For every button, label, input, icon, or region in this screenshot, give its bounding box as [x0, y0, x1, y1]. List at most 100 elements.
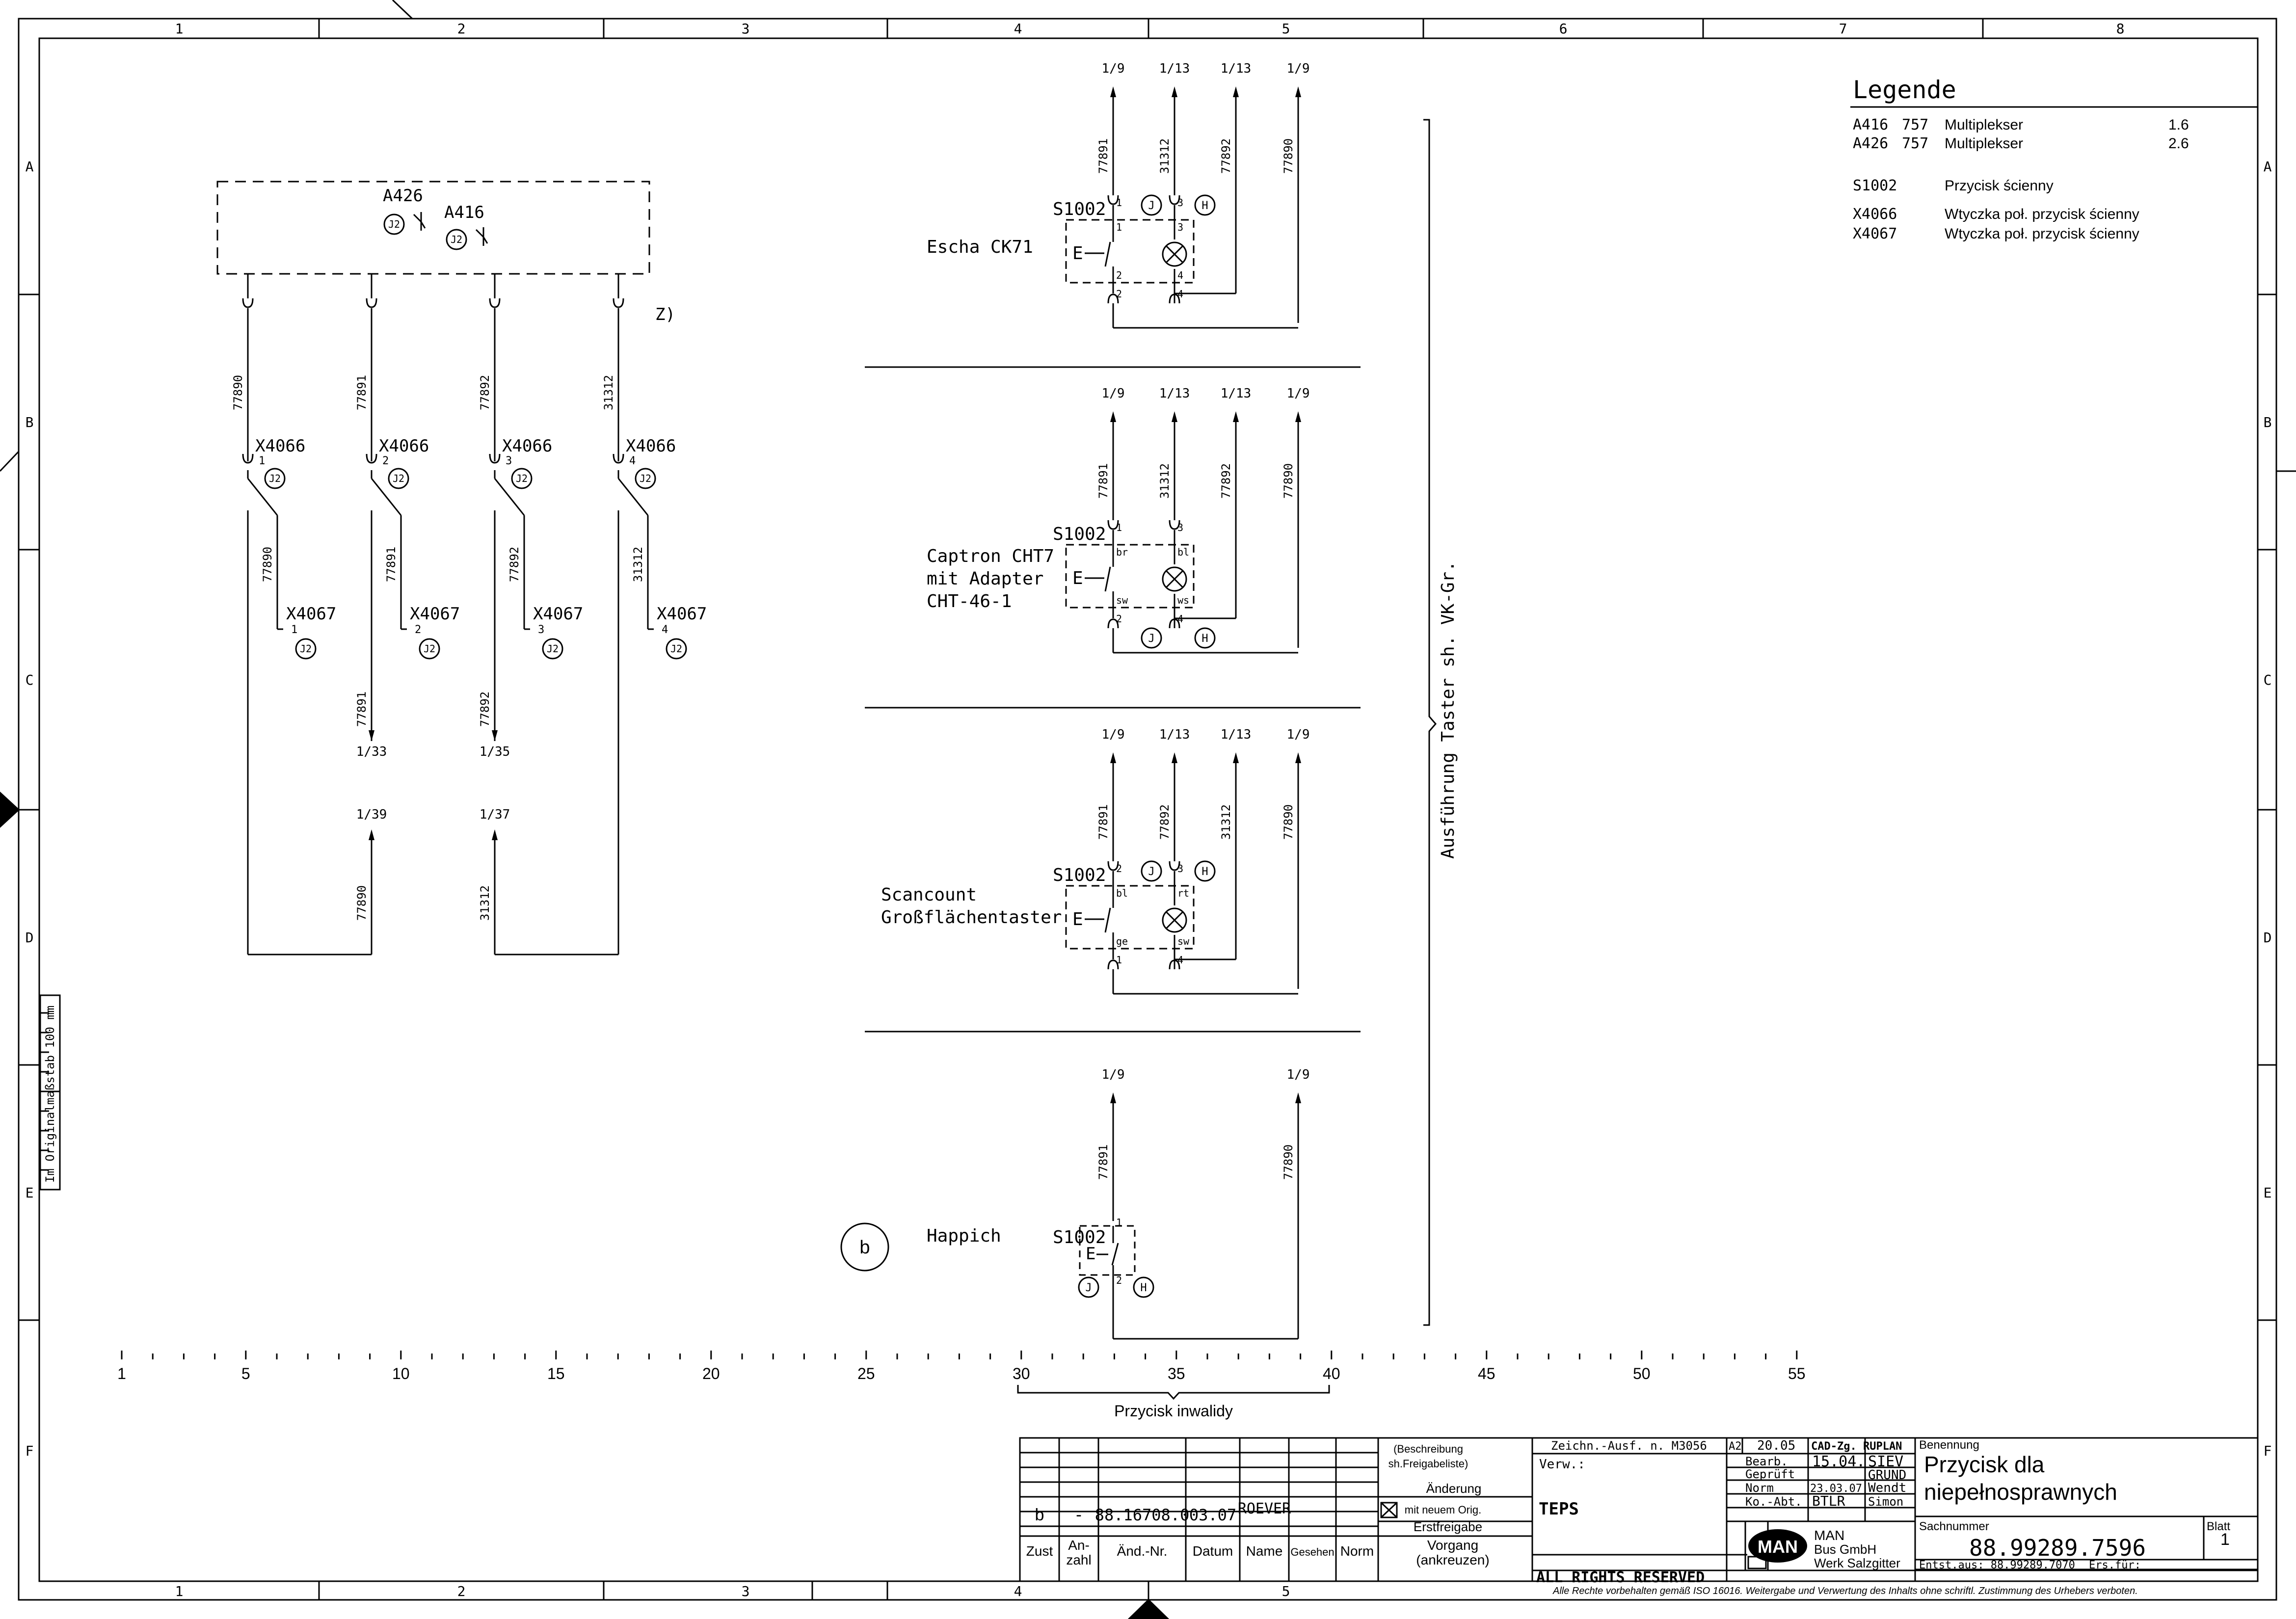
connector-label: J2	[424, 643, 435, 655]
wire-number: 77890	[1281, 463, 1295, 499]
plug-symbol	[366, 453, 377, 464]
pin-number: 3	[1177, 197, 1183, 209]
row-label-left: B	[26, 414, 34, 430]
arrow-head	[1110, 752, 1116, 763]
tb-zeichn: Zeichn.-Ausf. n. M3056	[1551, 1439, 1707, 1453]
tb-norm-name: Wendt	[1868, 1481, 1906, 1495]
j2-connector: J2	[666, 638, 687, 660]
column-label-top: 3	[742, 21, 750, 37]
wire-color: sw	[1177, 935, 1190, 947]
plug-symbol	[1107, 618, 1119, 629]
change-header: (ankreuzen)	[1416, 1552, 1489, 1567]
h-connector: H	[1194, 194, 1216, 216]
wire-color: bl	[1116, 887, 1128, 899]
legend-desc: Przycisk ścienny	[1945, 178, 2054, 194]
plug-symbol	[242, 298, 254, 308]
ruler-label: 55	[1788, 1365, 1806, 1382]
pin-number: 2	[1116, 1274, 1122, 1286]
variant-name: Scancount	[881, 885, 977, 905]
column-label-bottom: 4	[1014, 1583, 1022, 1599]
tb-sach-label: Sachnummer	[1919, 1520, 1989, 1533]
connector-circle	[1141, 194, 1162, 216]
legend-num: 757	[1902, 135, 1928, 152]
legend-desc: Multiplekser	[1945, 117, 2023, 133]
connector-label: H	[1201, 200, 1208, 212]
row-label-right: C	[2264, 672, 2272, 688]
ruler-label: 5	[241, 1365, 250, 1382]
ref-label: 1/13	[1159, 61, 1190, 76]
h-connector: H	[1133, 1276, 1154, 1298]
change-nr: 88.16708.0	[1095, 1506, 1190, 1524]
ref-label: 1/13	[1159, 386, 1190, 401]
wire-color: sw	[1116, 594, 1128, 606]
wire-number: 77891	[1096, 463, 1110, 499]
change-side: Erstfreigabe	[1414, 1519, 1482, 1534]
connector-label: J	[1085, 1282, 1092, 1294]
wire-number: 77891	[355, 375, 369, 410]
row-label-right: A	[2264, 159, 2272, 175]
switch-box	[1065, 544, 1195, 609]
connector-circle	[419, 638, 440, 660]
connector-circle	[1194, 194, 1216, 216]
connector-label: H	[1201, 633, 1208, 645]
row-label-left: A	[26, 159, 34, 175]
revision-mark-text: b	[859, 1237, 870, 1258]
wire-number: 77890	[1281, 804, 1295, 840]
wire-number: 77892	[1219, 138, 1233, 174]
j2-connector-a426: J2	[383, 213, 405, 235]
a426-label: A426	[383, 186, 423, 206]
checkbox-box	[1380, 1502, 1398, 1518]
tb-blatt: 1	[2220, 1530, 2230, 1549]
connector-label: J	[1148, 200, 1154, 212]
tb-bearb-name: SIEV	[1868, 1453, 1903, 1470]
row-label-right: E	[2264, 1185, 2272, 1201]
wire-number: 77891	[1096, 138, 1110, 174]
connector-circle	[383, 213, 405, 235]
lamp-cross	[1165, 911, 1184, 929]
pin-number: 1	[259, 455, 265, 467]
tb-norm-date: 23.03.07	[1810, 1483, 1862, 1495]
column-label-top: 4	[1014, 21, 1022, 37]
connector-circle	[1078, 1276, 1099, 1298]
lamp-cross	[1165, 570, 1184, 588]
connector-label: H	[1140, 1282, 1147, 1294]
connector-circle	[542, 638, 563, 660]
wire-segment	[617, 478, 649, 516]
connector-circle	[1133, 1276, 1154, 1298]
plug-symbol	[242, 453, 254, 464]
row-label-right: D	[2264, 929, 2272, 946]
switch-contact	[1111, 1243, 1119, 1266]
arrow-head	[1172, 86, 1177, 97]
row-label-left: E	[26, 1185, 34, 1201]
connector-label: J2	[451, 234, 462, 245]
arrow-head	[492, 730, 498, 741]
j2-connector-a416: J2	[446, 229, 467, 250]
tb-rights: ALL RIGHTS RESERVED	[1536, 1569, 1705, 1586]
x4066-label: X4066	[502, 436, 552, 456]
wire-color: 2	[1116, 269, 1122, 281]
ref-label: 1/9	[1102, 61, 1125, 76]
left-wires: 77890X40661J277890X40671J277891X40662J27…	[231, 274, 707, 955]
plug-symbol	[1107, 195, 1119, 205]
tb-cad: CAD-Zg. RUPLAN	[1811, 1440, 1902, 1453]
man-logo: MAN	[1748, 1529, 1807, 1563]
arrow-head	[1233, 752, 1239, 763]
connector-label: J2	[388, 218, 400, 230]
a416-label: A416	[444, 203, 484, 222]
change-header: Zust	[1026, 1543, 1053, 1559]
arrow-head	[1172, 752, 1177, 763]
j2-connector: J2	[511, 468, 533, 489]
ruler-label: 50	[1633, 1365, 1651, 1382]
connector-label: J2	[516, 473, 528, 484]
connector-circle	[666, 638, 687, 660]
tb-signature-box	[1747, 1556, 1767, 1569]
j2-connector: J2	[295, 638, 317, 660]
plug-symbol	[489, 453, 501, 464]
switch-e-label: E	[1072, 909, 1083, 929]
plug-symbol	[1169, 195, 1180, 205]
column-markers	[318, 19, 1984, 1600]
pin-number: 2	[415, 624, 421, 636]
j-connector: J	[1141, 627, 1162, 649]
column-label-bottom: 1	[175, 1583, 184, 1599]
